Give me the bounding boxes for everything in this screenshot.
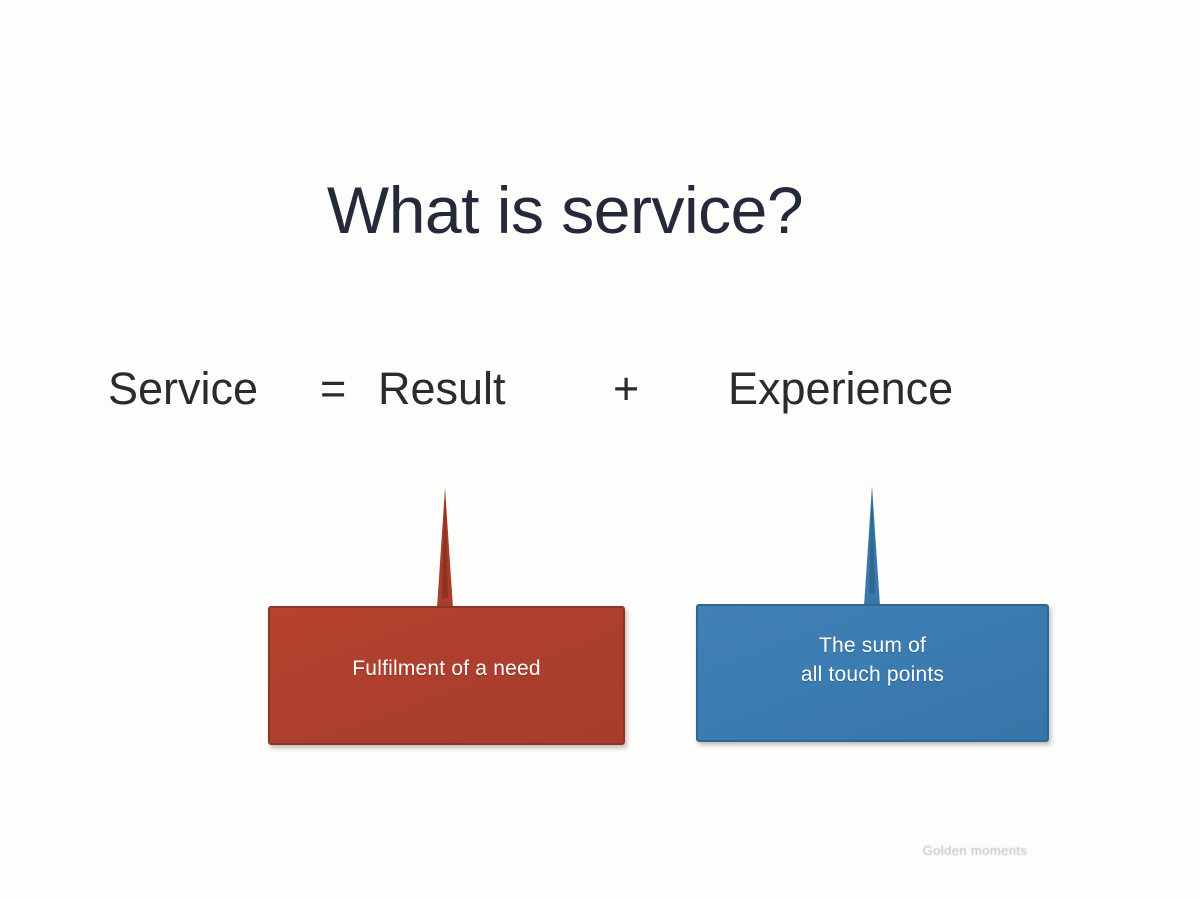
footer-credit-text: Golden moments [922,843,1028,858]
equation-term-service: Service [108,363,259,414]
callout-label-experience-line-1: The sum of [818,634,927,658]
callout-label-result: Fulfilment of a need [352,657,541,681]
service-equation: Service = Result + Experience [108,358,1068,420]
callout-label-experience-line-2: all touch points [800,663,945,686]
equation-plus-sign: + [613,363,640,414]
callout-label-experience: The sum of all touch points [787,632,958,690]
callout-box-experience: The sum of all touch points [696,604,1049,742]
equation-equals-sign: = [320,363,347,414]
equation-term-experience: Experience [728,363,954,414]
callout-pointer-result-icon [422,488,468,616]
callout-pointer-experience-icon [849,486,895,614]
equation-term-result: Result [378,363,506,414]
callout-box-result: Fulfilment of a need [268,606,625,745]
page-title: What is service? [326,173,804,248]
